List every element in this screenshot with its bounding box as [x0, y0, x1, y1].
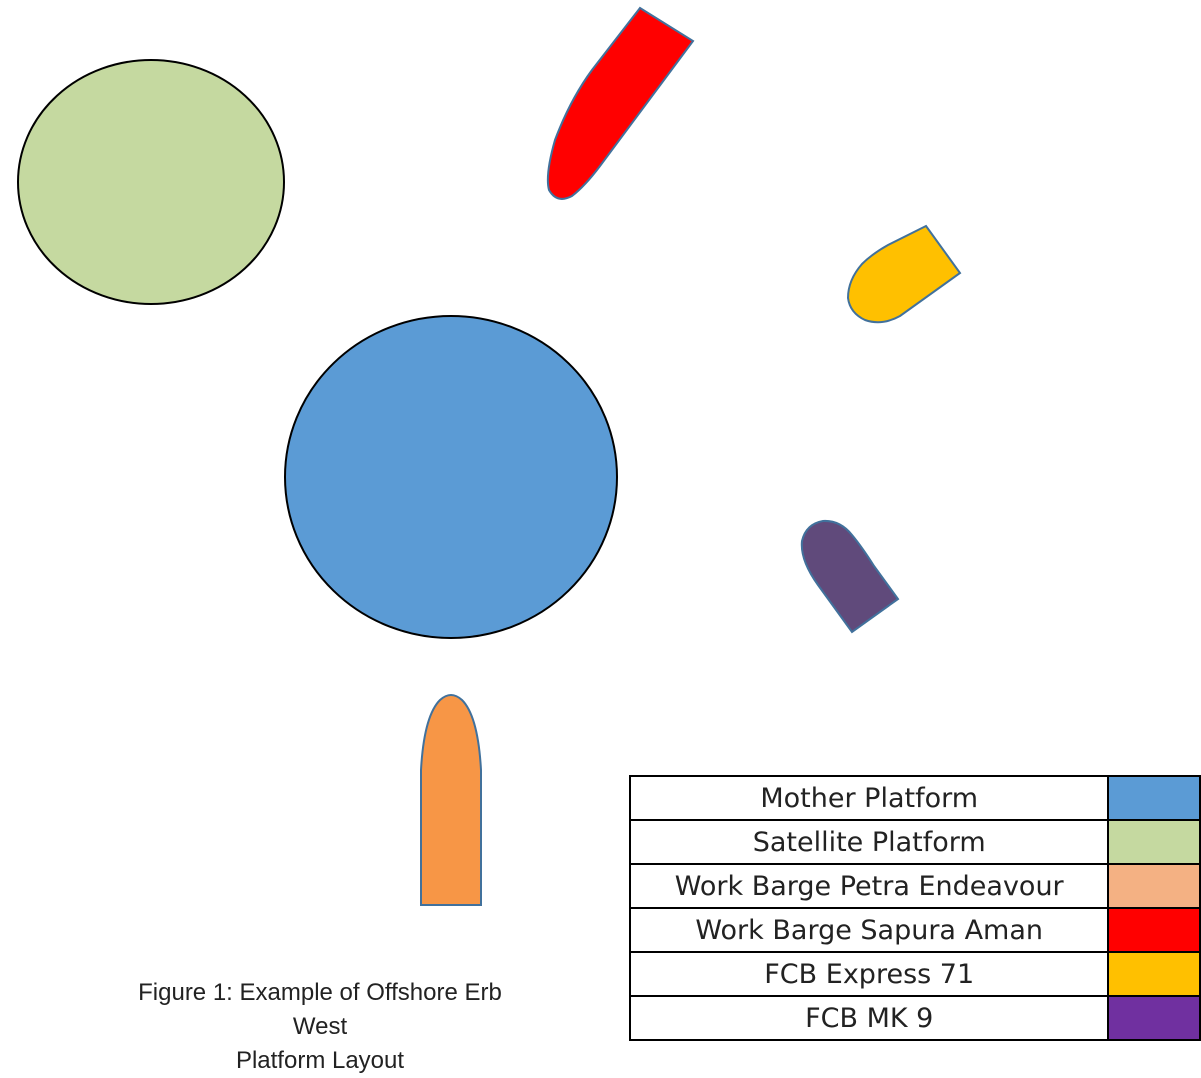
work-barge-sapura-aman: [546, 6, 695, 200]
platform-layout-diagram: [17, 6, 962, 906]
figure-caption: Figure 1: Example of Offshore Erb West P…: [120, 976, 520, 1078]
legend-row: FCB MK 9: [628, 995, 1201, 1041]
legend-label: Work Barge Petra Endeavour: [628, 863, 1110, 909]
legend-label: Mother Platform: [628, 775, 1110, 821]
caption-line-1: Figure 1: Example of Offshore Erb West: [138, 979, 502, 1040]
legend-row: FCB Express 71: [628, 951, 1201, 997]
legend-label: FCB MK 9: [628, 995, 1110, 1041]
legend-swatch: [1107, 951, 1201, 997]
legend-label: Satellite Platform: [628, 819, 1110, 865]
legend-label: Work Barge Sapura Aman: [628, 907, 1110, 953]
fcb-mk-9: [800, 519, 900, 634]
satellite-platform: [17, 59, 285, 305]
legend-row: Mother Platform: [628, 775, 1201, 821]
legend-swatch: [1107, 819, 1201, 865]
legend-swatch: [1107, 995, 1201, 1041]
legend-row: Work Barge Petra Endeavour: [628, 863, 1201, 909]
legend-label: FCB Express 71: [628, 951, 1110, 997]
work-barge-petra-endeavour: [420, 694, 482, 906]
fcb-express-71: [846, 224, 962, 324]
legend-row: Work Barge Sapura Aman: [628, 907, 1201, 953]
legend-swatch: [1107, 775, 1201, 821]
legend-row: Satellite Platform: [628, 819, 1201, 865]
mother-platform: [284, 315, 618, 639]
legend-swatch: [1107, 907, 1201, 953]
legend-swatch: [1107, 863, 1201, 909]
caption-line-2: Platform Layout: [235, 1047, 405, 1074]
